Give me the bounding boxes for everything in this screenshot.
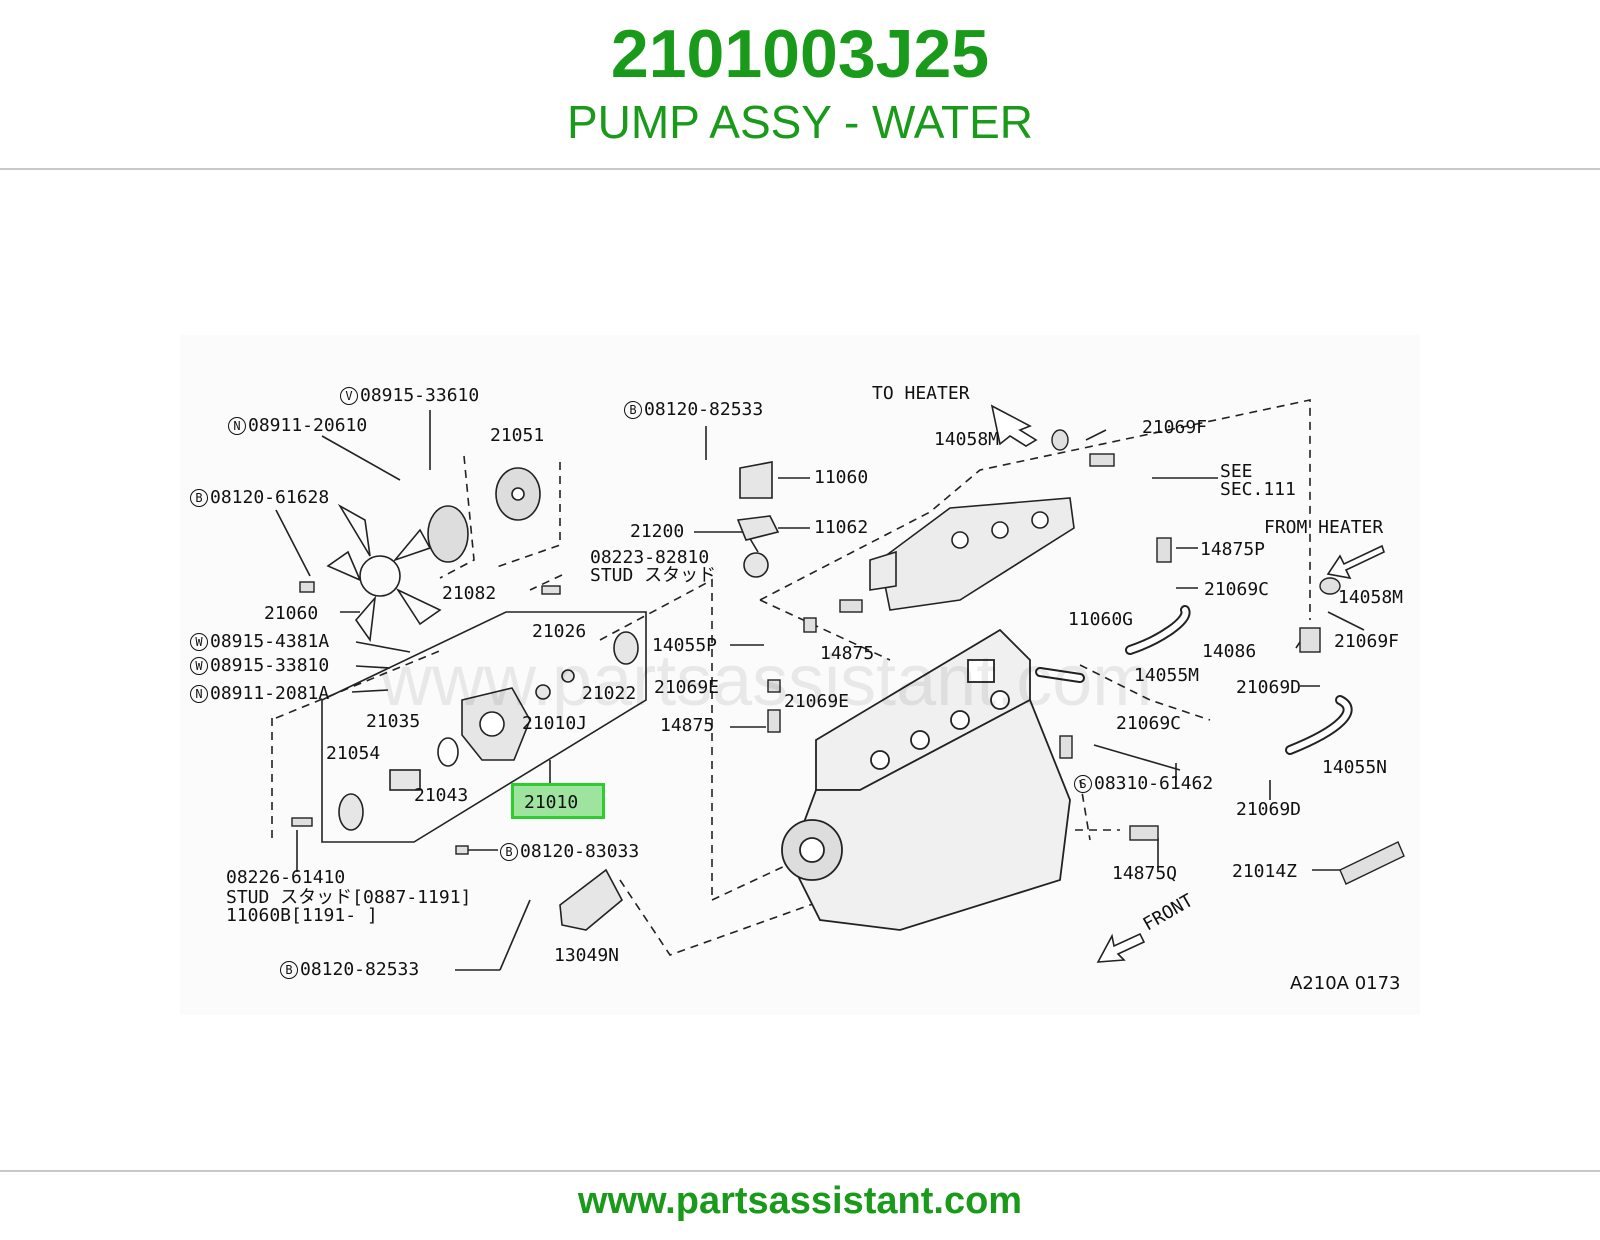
footer-divider <box>0 1170 1600 1172</box>
callout-21060[interactable]: 21060 <box>264 603 319 624</box>
callout-11060[interactable]: 11060 <box>814 467 869 488</box>
callout-21022[interactable]: 21022 <box>582 683 637 704</box>
callout-21082[interactable]: 21082 <box>442 583 497 604</box>
callout-stud-date: STUD スタッド[0887-1191] <box>226 887 472 908</box>
callout-21010J[interactable]: 21010J <box>522 713 588 734</box>
callout-21051[interactable]: 21051 <box>490 425 545 446</box>
parts-diagram <box>180 335 1420 1015</box>
callout-08226-61410[interactable]: 08226-61410 <box>226 867 346 888</box>
water-pump-icon <box>338 631 639 831</box>
callout-21200[interactable]: 21200 <box>630 521 685 542</box>
callout-11060G[interactable]: 11060G <box>1068 609 1134 630</box>
label-to-heater: TO HEATER <box>872 383 970 404</box>
callout-14055N[interactable]: 14055N <box>1322 757 1388 778</box>
label-from-heater: FROM HEATER <box>1264 517 1384 538</box>
highlighted-part-21010[interactable]: 21010 <box>511 783 605 819</box>
callout-14086[interactable]: 14086 <box>1202 641 1257 662</box>
fan-coupling-icon <box>427 467 541 563</box>
callout-14875-upper[interactable]: 14875 <box>820 643 875 664</box>
part-number-title: 2101003J25 <box>610 16 990 92</box>
callout-21014Z[interactable]: 21014Z <box>1232 861 1298 882</box>
callout-21069D-upper[interactable]: 21069D <box>1236 677 1302 698</box>
label-sec-111[interactable]: SEC.111 <box>1220 479 1296 500</box>
callout-14055P[interactable]: 14055P <box>652 635 718 656</box>
header-divider <box>0 168 1600 170</box>
callout-14875P[interactable]: 14875P <box>1200 539 1266 560</box>
callout-21026[interactable]: 21026 <box>532 621 587 642</box>
watermark: www.partsassistant.com <box>380 641 1153 721</box>
diagram-code: A210A 0173 <box>1290 973 1401 994</box>
callout-14875-lower[interactable]: 14875 <box>660 715 715 736</box>
callout-13049N[interactable]: 13049N <box>554 945 620 966</box>
engine-block-icon <box>781 628 1071 931</box>
footer-website-link[interactable]: www.partsassistant.com <box>577 1180 1023 1222</box>
callout-21069C-lower[interactable]: 21069C <box>1116 713 1182 734</box>
part-name-subtitle: PUMP ASSY - WATER <box>566 96 1034 148</box>
callout-14058M-top[interactable]: 14058M <box>934 429 1000 450</box>
callout-21069F-right[interactable]: 21069F <box>1334 631 1400 652</box>
callout-21043[interactable]: 21043 <box>414 785 469 806</box>
front-arrow-icon <box>1096 932 1146 963</box>
callout-stud: STUD スタッド <box>590 565 717 586</box>
label-see: SEE <box>1220 461 1253 482</box>
callout-21069F-top[interactable]: 21069F <box>1142 417 1208 438</box>
callout-14055M[interactable]: 14055M <box>1134 665 1200 686</box>
callout-14875Q[interactable]: 14875Q <box>1112 863 1178 884</box>
callout-11060B[interactable]: 11060B[1191- ] <box>226 905 378 926</box>
callout-21035[interactable]: 21035 <box>366 711 421 732</box>
thermostat-housing-icon <box>559 461 780 931</box>
highlighted-part-label: 21010 <box>524 792 579 813</box>
callout-21069C-top[interactable]: 21069C <box>1204 579 1270 600</box>
callout-21069E-left[interactable]: 21069E <box>654 677 720 698</box>
water-outlet-icon <box>869 497 1075 611</box>
callout-21069D-lower[interactable]: 21069D <box>1236 799 1302 820</box>
callout-21069E-right[interactable]: 21069E <box>784 691 850 712</box>
callout-08223-82810[interactable]: 08223-82810 <box>590 547 710 568</box>
from-heater-arrow-icon <box>1326 544 1385 580</box>
to-heater-arrow-icon <box>990 404 1038 447</box>
callout-21054[interactable]: 21054 <box>326 743 381 764</box>
callout-14058M-right[interactable]: 14058M <box>1338 587 1404 608</box>
callout-11062[interactable]: 11062 <box>814 517 869 538</box>
fan-icon <box>326 503 442 643</box>
